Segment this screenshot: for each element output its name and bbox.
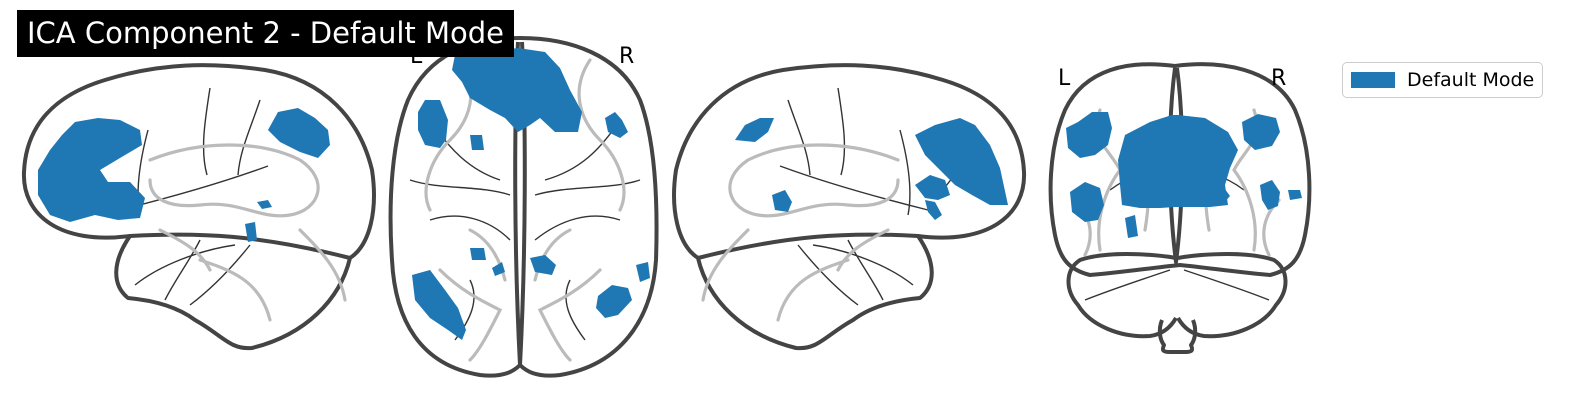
coronal-blob-left-lower [1070, 182, 1104, 222]
coronal-view [1048, 62, 1312, 354]
legend: Default Mode [1342, 62, 1544, 98]
axial-blob-mid-left [470, 248, 486, 260]
axial-blob-right-lateral [636, 262, 650, 282]
coronal-blob-right-mid [1205, 185, 1230, 205]
sagittal-right-outline [672, 63, 1027, 351]
axial-label-left: L [410, 44, 423, 69]
sagittal-left-activation [38, 108, 330, 242]
axial-label-right: R [619, 44, 635, 69]
axial-blob-posterior-left [412, 270, 466, 340]
figure-title: ICA Component 2 - Default Mode [17, 10, 514, 57]
sagittal-left-blob-frontal [38, 118, 145, 222]
sagittal-right-activation [735, 118, 1008, 220]
axial-blob-mid-small [492, 262, 505, 276]
coronal-blob-right-lateral [1288, 190, 1302, 200]
sagittal-right-blob-mid [915, 175, 950, 200]
axial-sulci [409, 119, 641, 341]
sagittal-left-outline [21, 63, 376, 351]
sagittal-right-blob-temporal [772, 190, 792, 212]
coronal-label-left: L [1058, 66, 1071, 91]
coronal-blob-right-upper [1242, 114, 1280, 150]
coronal-blob-right-small [1260, 180, 1280, 210]
coronal-blob-central [1118, 115, 1238, 208]
coronal-label-right: R [1271, 66, 1287, 91]
sagittal-left-ghost-contours [148, 143, 347, 322]
axial-activation [412, 48, 650, 340]
sagittal-left-blob-temporal-1 [257, 200, 272, 209]
coronal-blob-left-small [1125, 215, 1138, 238]
sagittal-right-blob-lower [925, 200, 942, 220]
coronal-blob-left-upper [1066, 112, 1112, 158]
legend-swatch-default-mode [1351, 72, 1395, 88]
axial-blob-right-frontal [605, 112, 628, 138]
axial-blob-mid-center [530, 255, 556, 275]
axial-view [388, 36, 659, 378]
sagittal-left-blob-temporal-2 [245, 222, 257, 242]
sagittal-right-blob-frontal [915, 118, 1008, 205]
axial-blob-left-small [470, 135, 484, 150]
sagittal-left-view [21, 63, 376, 351]
sagittal-right-blob-parietal [735, 118, 774, 142]
sagittal-right-view [672, 63, 1027, 351]
legend-label-default-mode: Default Mode [1407, 69, 1535, 91]
sagittal-left-blob-parietal [268, 108, 330, 158]
axial-blob-frontal-medial [452, 48, 582, 132]
axial-blob-posterior-right [596, 285, 632, 318]
coronal-brainstem [1157, 319, 1198, 354]
axial-blob-frontal-left [418, 100, 448, 148]
coronal-activation [1066, 112, 1302, 238]
coronal-outline [1048, 62, 1312, 277]
sagittal-right-ghost-contours [701, 143, 900, 322]
